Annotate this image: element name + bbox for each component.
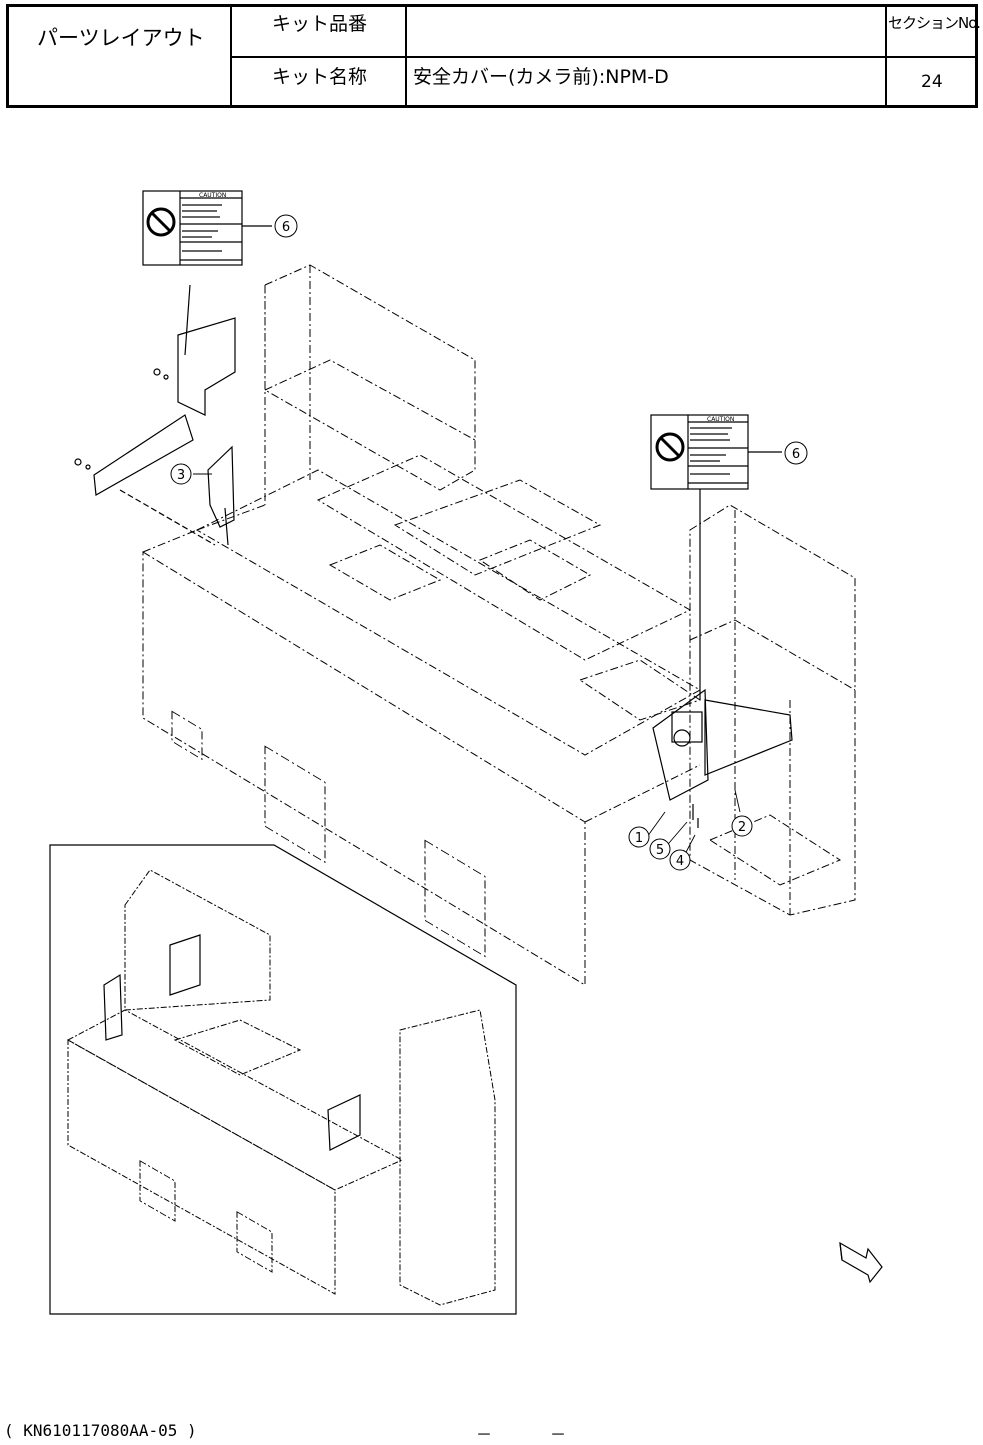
safety-cover-front — [653, 690, 792, 828]
label-fine-print — [690, 433, 728, 435]
svg-text:3: 3 — [177, 468, 185, 483]
svg-text:5: 5 — [656, 843, 664, 858]
label-fine-print — [182, 204, 222, 206]
svg-text:6: 6 — [282, 220, 290, 235]
label-fine-print — [182, 216, 220, 218]
label-fine-print — [690, 454, 726, 456]
svg-text:2: 2 — [738, 820, 746, 835]
callout-3: 3 — [171, 464, 191, 484]
callout-5: 5 — [650, 839, 670, 859]
document-code: ( KN610117080AA-05 ) — [4, 1421, 197, 1440]
caution-label-right — [651, 415, 782, 700]
page-dash-right: － — [550, 1421, 566, 1445]
safety-cover-left — [75, 285, 235, 545]
svg-text:1: 1 — [635, 831, 643, 846]
label-fine-print — [182, 236, 212, 238]
callout-2: 2 — [732, 816, 752, 836]
label-fine-print — [182, 210, 217, 212]
callout-6-left: 6 — [275, 215, 297, 237]
label-fine-print — [690, 460, 720, 462]
caution-heading-left: CAUTION — [199, 192, 226, 199]
label-fine-print — [182, 250, 222, 252]
page-dash-left: － — [476, 1421, 492, 1445]
caution-label-left — [143, 191, 272, 265]
label-fine-print — [690, 473, 730, 475]
label-fine-print — [690, 439, 730, 441]
callout-1: 1 — [629, 827, 649, 847]
svg-text:4: 4 — [676, 854, 684, 869]
callout-leaders — [193, 474, 740, 858]
label-fine-print — [690, 427, 732, 429]
caution-heading-right: CAUTION — [707, 416, 734, 423]
callout-4: 4 — [670, 850, 690, 870]
label-fine-print — [182, 230, 218, 232]
view-arrow — [840, 1243, 882, 1282]
inset-overview — [50, 845, 516, 1314]
main-frame — [143, 265, 855, 985]
callout-6-right: 6 — [785, 442, 807, 464]
svg-text:6: 6 — [792, 447, 800, 462]
